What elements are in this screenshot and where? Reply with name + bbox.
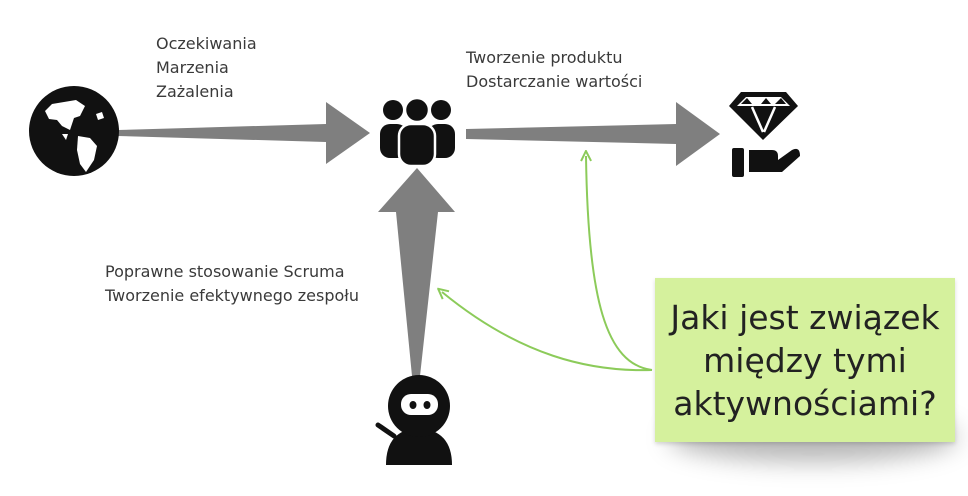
diamond-in-hand-icon [729,92,800,177]
globe-icon [29,86,119,176]
team-icon [380,96,455,168]
connector-to-scrum-arrow [442,292,653,372]
arrow-team-to-value [466,102,720,166]
input-label-block: Oczekiwania Marzenia Zażalenia [156,32,257,104]
input-label-line: Zażalenia [156,82,234,101]
arrow-scrum-to-team [378,168,455,376]
scrum-label-line: Tworzenie efektywnego zespołu [105,286,359,305]
ninja-icon [375,375,452,465]
sticky-note: Jaki jest związek między tymi aktywności… [655,278,955,442]
connector-to-output-arrow [586,156,653,371]
output-label-block: Tworzenie produktu Dostarczanie wartości [466,46,642,94]
input-label-line: Marzenia [156,58,229,77]
scrum-label-line: Poprawne stosowanie Scruma [105,262,345,281]
arrow-world-to-team [118,102,370,164]
output-label-line: Tworzenie produktu [466,48,623,67]
input-label-line: Oczekiwania [156,34,257,53]
sticky-note-question: Jaki jest związek między tymi aktywności… [670,297,940,423]
scrum-label-block: Poprawne stosowanie Scruma Tworzenie efe… [105,260,359,308]
output-label-line: Dostarczanie wartości [466,72,643,91]
